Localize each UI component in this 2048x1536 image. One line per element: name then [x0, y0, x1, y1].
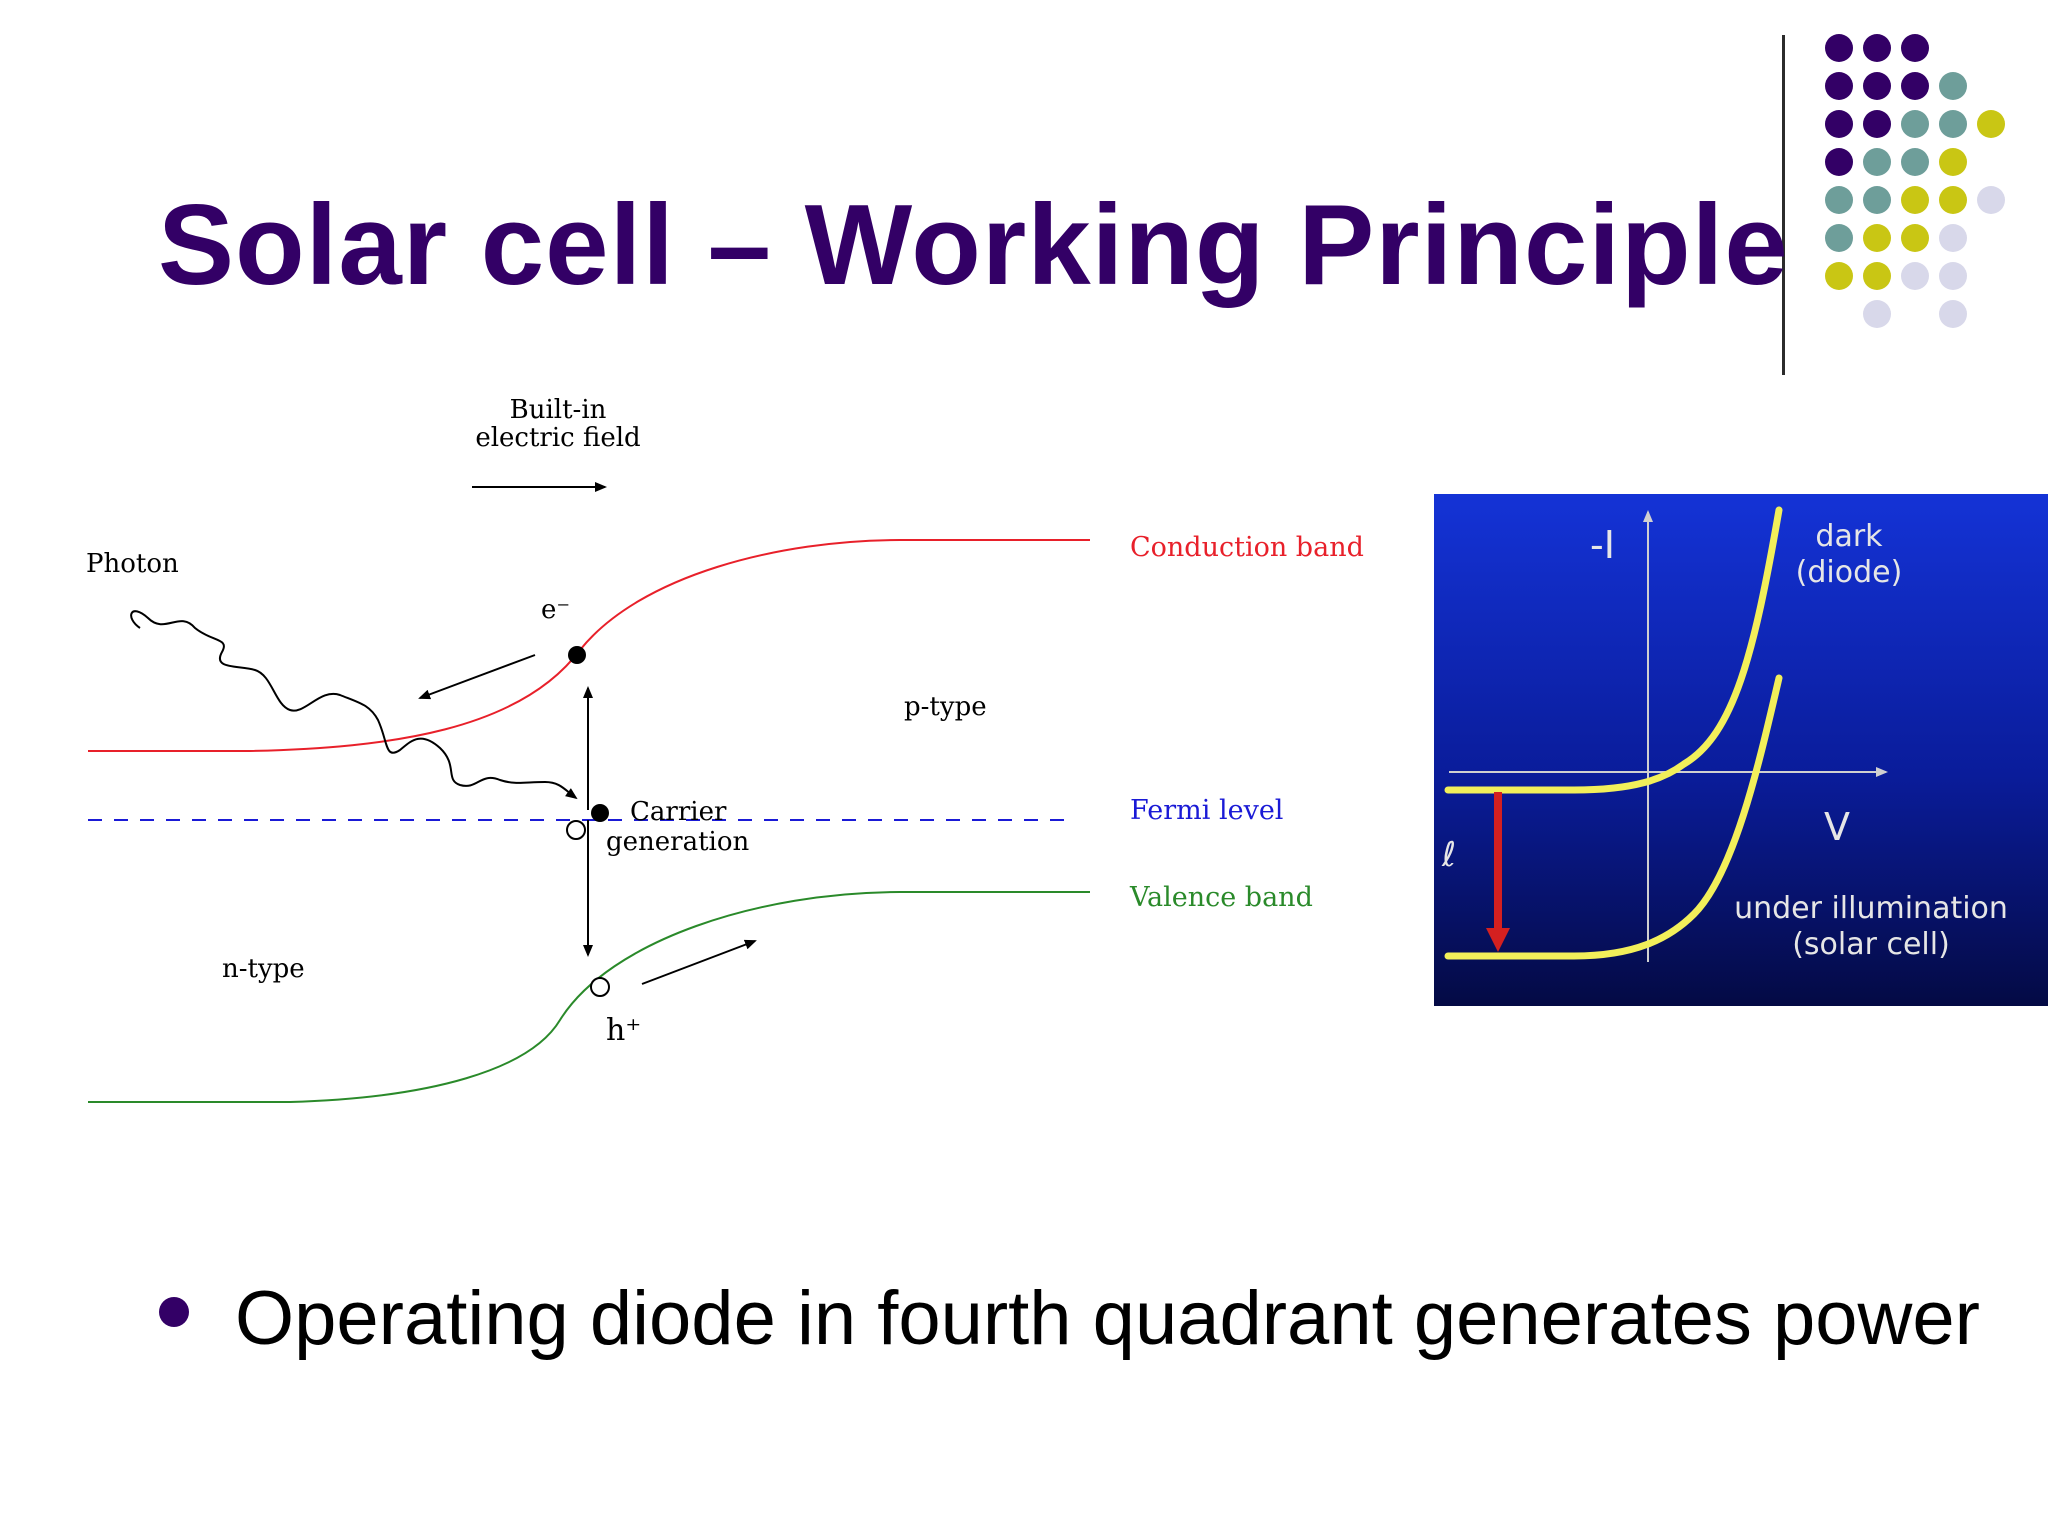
- decorative-dot: [1863, 148, 1891, 176]
- conduction-band-label: Conduction band: [1130, 532, 1364, 563]
- dot-grid-decoration: [1825, 34, 2005, 328]
- fermi-level-label: Fermi level: [1130, 795, 1283, 826]
- electron-dot: [568, 646, 586, 664]
- decorative-dot: [1863, 186, 1891, 214]
- decorative-dot: [1977, 110, 2005, 138]
- hole-label: h⁺: [606, 1013, 641, 1048]
- slide-title: Solar cell – Working Principle: [158, 182, 1789, 309]
- decorative-dot: [1939, 186, 1967, 214]
- decorative-dot: [1863, 224, 1891, 252]
- decorative-dot: [1825, 110, 1853, 138]
- decorative-dot: [1901, 262, 1929, 290]
- decorative-dot: [1825, 186, 1853, 214]
- decorative-dot: [1863, 300, 1891, 328]
- photocurrent-arrow-head: [1486, 928, 1510, 952]
- valence-band-curve: [88, 891, 1090, 1103]
- dark-label-line1: dark: [1815, 519, 1883, 554]
- n-type-label: n-type: [222, 954, 305, 984]
- decorative-dot: [1901, 34, 1929, 62]
- electron-drift-arrow: [418, 654, 536, 700]
- decorative-dot: [1825, 224, 1853, 252]
- electron-label: e⁻: [541, 595, 570, 625]
- generated-electron-dot: [591, 804, 609, 822]
- y-axis-label: -I: [1590, 523, 1615, 567]
- decorative-dot: [1977, 186, 2005, 214]
- field-label-line1: Built-in: [510, 395, 607, 425]
- decorative-dot: [1901, 110, 1929, 138]
- decorative-dot: [1863, 72, 1891, 100]
- generated-hole-dot: [566, 820, 586, 840]
- decorative-dot: [1939, 224, 1967, 252]
- dark-label-line2: (diode): [1796, 555, 1903, 590]
- field-label-line2: electric field: [475, 423, 640, 453]
- decorative-dot: [1939, 262, 1967, 290]
- dark-diode-curve: [1444, 506, 1783, 794]
- illuminated-curve: [1444, 674, 1783, 960]
- decorative-dot: [1825, 148, 1853, 176]
- hole-dot: [590, 977, 610, 997]
- illumination-label-line1: under illumination: [1734, 891, 2008, 926]
- p-type-label: p-type: [904, 692, 987, 722]
- photon-wave: [130, 610, 578, 800]
- decorative-dot: [1939, 110, 1967, 138]
- valence-band-label: Valence band: [1129, 882, 1313, 913]
- decorative-dot: [1863, 34, 1891, 62]
- decorative-dot: [1939, 72, 1967, 100]
- photon-label: Photon: [86, 549, 179, 579]
- bullet-dot-icon: [159, 1297, 189, 1327]
- decorative-dot: [1825, 34, 1853, 62]
- band-diagram: Built-in electric field Photon e⁻ p-type…: [86, 395, 1364, 1103]
- hole-drift-arrow: [641, 939, 757, 985]
- photocurrent-label: ℓ: [1441, 835, 1456, 875]
- decorative-dot: [1901, 72, 1929, 100]
- carrier-label-line1: Carrier: [630, 797, 727, 827]
- decorative-dot: [1863, 110, 1891, 138]
- title-divider-line: [1782, 35, 1785, 375]
- decorative-dot: [1901, 148, 1929, 176]
- decorative-dot: [1825, 262, 1853, 290]
- decorative-dot: [1939, 300, 1967, 328]
- illumination-label-line2: (solar cell): [1792, 927, 1950, 962]
- decorative-dot: [1901, 186, 1929, 214]
- decorative-dot: [1901, 224, 1929, 252]
- carrier-label-line2: generation: [606, 827, 750, 857]
- decorative-dot: [1939, 148, 1967, 176]
- x-axis-label: V: [1824, 805, 1850, 849]
- decorative-dot: [1863, 262, 1891, 290]
- iv-panel-background: [1434, 494, 2048, 1006]
- iv-characteristic-panel: -I V dark (diode) under illumination (so…: [1434, 494, 2048, 1006]
- bullet-text: Operating diode in fourth quadrant gener…: [235, 1276, 1980, 1361]
- decorative-dot: [1825, 72, 1853, 100]
